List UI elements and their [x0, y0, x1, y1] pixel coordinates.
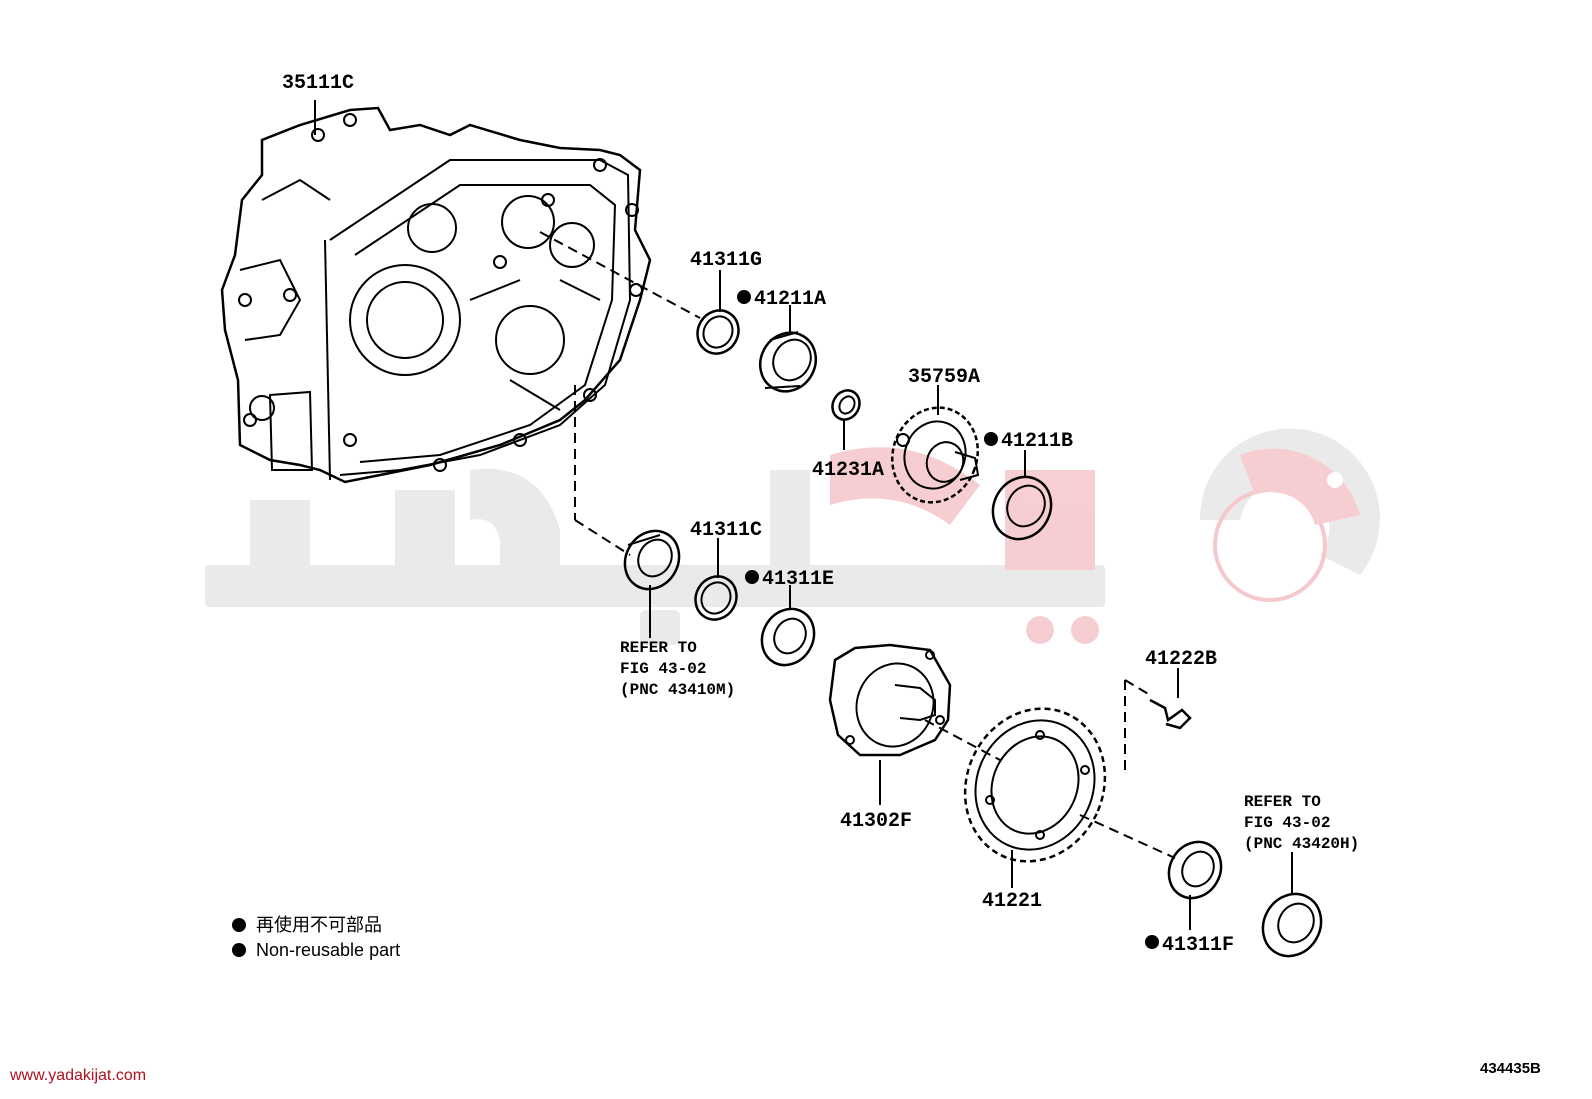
drive-gear-35759a-shape	[891, 406, 980, 504]
ring-41311g-shape	[696, 309, 740, 355]
part-label-41222b: 41222B	[1145, 648, 1217, 671]
bearing-cup-left-shape	[623, 529, 681, 591]
part-label-41211a: 41211A	[754, 288, 826, 311]
part-label-41311f: 41311F	[1162, 934, 1234, 957]
ring-41311c-shape	[694, 575, 738, 621]
watermark-logo	[205, 428, 1380, 645]
refer-right-line3: (PNC 43420H)	[1244, 835, 1359, 853]
transaxle-housing	[220, 100, 652, 484]
filled-circle-icon	[737, 290, 751, 304]
diagram-code: 434435B	[1480, 1060, 1541, 1077]
bearing-41211a-shape	[758, 331, 818, 393]
legend-japanese: 再使用不可部品	[256, 915, 382, 935]
bearing-41311e-shape	[760, 607, 816, 667]
filled-circle-icon	[232, 943, 246, 957]
bearing-41211b-shape	[991, 475, 1053, 541]
leader-lines	[649, 270, 1293, 930]
refer-left-line3: (PNC 43410M)	[620, 681, 735, 699]
filled-circle-icon	[984, 432, 998, 446]
seal-41231a-shape	[831, 389, 861, 421]
refer-note-left: REFER TO FIG 43-02 (PNC 43410M)	[620, 639, 735, 699]
refer-left-line2: FIG 43-02	[620, 660, 706, 678]
part-label-41221: 41221	[982, 890, 1042, 913]
part-label-41211b: 41211B	[1001, 430, 1073, 453]
bolt-41222b-shape	[1149, 698, 1192, 730]
legend-english: Non-reusable part	[256, 940, 400, 960]
filled-circle-icon	[1145, 935, 1159, 949]
filled-circle-icon	[232, 918, 246, 932]
bearing-41311f-shape	[1167, 840, 1223, 900]
part-label-41231a: 41231A	[812, 459, 884, 482]
assembly-centerlines	[539, 231, 1176, 859]
refer-left-line1: REFER TO	[620, 639, 697, 657]
bearing-cup-right-shape	[1261, 892, 1323, 958]
ring-gear-41221-shape	[963, 707, 1107, 863]
part-label-41311c: 41311C	[690, 519, 762, 542]
footer-website: www.yadakijat.com	[9, 1067, 146, 1084]
part-label-35759a: 35759A	[908, 366, 980, 389]
legend: 再使用不可部品 Non-reusable part	[232, 915, 400, 960]
part-label-35111c: 35111C	[282, 72, 354, 95]
refer-right-line1: REFER TO	[1244, 793, 1321, 811]
differential-case-41302f-shape	[828, 643, 952, 757]
part-label-41311e: 41311E	[762, 568, 834, 591]
part-label-41302f: 41302F	[840, 810, 912, 833]
refer-note-right: REFER TO FIG 43-02 (PNC 43420H)	[1244, 793, 1359, 853]
filled-circle-icon	[745, 570, 759, 584]
part-label-41311g: 41311G	[690, 249, 762, 272]
refer-right-line2: FIG 43-02	[1244, 814, 1330, 832]
